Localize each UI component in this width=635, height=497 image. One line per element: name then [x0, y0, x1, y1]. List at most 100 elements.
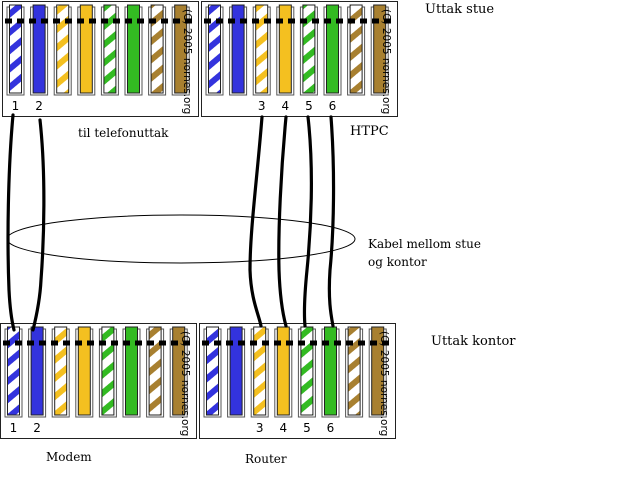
terminal-slot-white-brown [345, 326, 364, 418]
wire-brown [373, 4, 387, 94]
wire-6 [327, 115, 336, 328]
terminal-slot-white-brown [347, 4, 366, 96]
wire-green [125, 326, 138, 416]
wire-blue [32, 4, 46, 94]
terminal-slot-green [323, 4, 342, 96]
wire-green [326, 4, 339, 94]
pair-number: 5 [305, 99, 313, 113]
terminal-slot-white-brown [148, 4, 167, 96]
terminal-slot-blue [28, 326, 47, 418]
pair-number: 1 [10, 421, 18, 435]
wire-white-green [101, 326, 115, 416]
terminal-slot-green [321, 326, 340, 418]
label-modem: Modem [46, 450, 92, 464]
pair-number: 3 [258, 99, 266, 113]
wire-brown [174, 4, 188, 94]
pair-number: 1 [12, 99, 20, 113]
wire-white-brown [148, 326, 162, 416]
wire-white-brown [349, 4, 363, 94]
pair-number: 2 [33, 421, 41, 435]
terminal-slot-blue [227, 326, 246, 418]
copyright-text: (C) 2005 nornes.org [380, 9, 392, 114]
wire-2 [31, 118, 46, 332]
wire-5 [302, 115, 313, 328]
wire-green [324, 326, 337, 416]
wire-green [127, 4, 140, 94]
wire-brown [172, 326, 186, 416]
wire-white-green [103, 4, 117, 94]
terminal-slot-orange [276, 4, 295, 96]
copyright-text: (C) 2005 nornes.org [378, 331, 390, 436]
wire-4 [277, 115, 288, 328]
terminal-slot-blue [30, 4, 49, 96]
pair-number: 6 [329, 99, 337, 113]
wire-white-brown [347, 326, 361, 416]
wire-orange [79, 4, 93, 94]
terminal-slot-white-brown [146, 326, 165, 418]
terminal-slot-brown [370, 4, 389, 96]
terminal-slot-white-orange [250, 326, 269, 418]
wall-socket-stue-right: (C) 2005 nornes.org 3 4 5 6 [201, 1, 398, 117]
pair-number: 4 [281, 99, 289, 113]
terminal-slot-orange [77, 4, 96, 96]
terminal-slot-brown [171, 4, 190, 96]
wall-socket-kontor-right: (C) 2005 nornes.org 3 4 5 6 [199, 323, 396, 439]
wire-white-brown [150, 4, 164, 94]
wire-orange [278, 4, 292, 94]
wire-white-blue [208, 4, 221, 94]
wire-white-orange [56, 4, 70, 94]
wire-white-orange [253, 326, 267, 416]
terminal-slot-white-blue [4, 326, 23, 418]
wire-orange [276, 326, 290, 416]
terminal-slot-white-blue [205, 4, 224, 96]
terminal-slot-white-orange [51, 326, 70, 418]
copyright-text: (C) 2005 nornes.org [181, 9, 193, 114]
wire-white-blue [206, 326, 219, 416]
wire-white-orange [255, 4, 269, 94]
wire-orange [77, 326, 91, 416]
terminal-slot-white-green [98, 326, 117, 418]
wire-blue [30, 326, 44, 416]
terminal-slot-white-blue [203, 326, 222, 418]
label-uttak-kontor: Uttak kontor [431, 334, 516, 349]
pair-number: 3 [256, 421, 264, 435]
terminal-slot-orange [274, 326, 293, 418]
cable-wires [6, 113, 336, 332]
terminal-slot-orange [75, 326, 94, 418]
terminal-slot-white-green [100, 4, 119, 96]
pair-number: 4 [279, 421, 287, 435]
wire-blue [229, 326, 243, 416]
terminal-slot-white-orange [252, 4, 271, 96]
label-kabel-line2: og kontor [368, 255, 427, 269]
terminal-slot-brown [368, 326, 387, 418]
copyright-text: (C) 2005 nornes.org [179, 331, 191, 436]
label-uttak-stue: Uttak stue [425, 2, 494, 17]
wire-1 [6, 113, 16, 332]
terminal-slot-white-green [297, 326, 316, 418]
wire-white-green [302, 4, 316, 94]
terminal-slot-brown [169, 326, 188, 418]
wall-socket-kontor-left: (C) 2005 nornes.org 1 2 [0, 323, 197, 439]
wire-white-orange [54, 326, 68, 416]
wire-white-blue [9, 4, 22, 94]
label-kabel-line1: Kabel mellom stue [368, 237, 481, 251]
cable-bundle-ellipse [6, 214, 356, 264]
terminal-slot-blue [229, 4, 248, 96]
pair-number: 5 [303, 421, 311, 435]
wire-white-green [300, 326, 314, 416]
wire-3 [248, 115, 264, 328]
terminal-slot-green [124, 4, 143, 96]
pair-number: 2 [35, 99, 43, 113]
wire-white-blue [7, 326, 20, 416]
label-router: Router [245, 452, 287, 466]
wire-brown [371, 326, 385, 416]
pair-number: 6 [327, 421, 335, 435]
terminal-slot-green [122, 326, 141, 418]
wire-blue [231, 4, 245, 94]
label-htpc: HTPC [350, 124, 389, 139]
terminal-slot-white-green [299, 4, 318, 96]
wall-socket-stue-left: (C) 2005 nornes.org 1 2 [2, 1, 199, 117]
terminal-slot-white-orange [53, 4, 72, 96]
label-til-telefonuttak: til telefonuttak [78, 126, 169, 140]
